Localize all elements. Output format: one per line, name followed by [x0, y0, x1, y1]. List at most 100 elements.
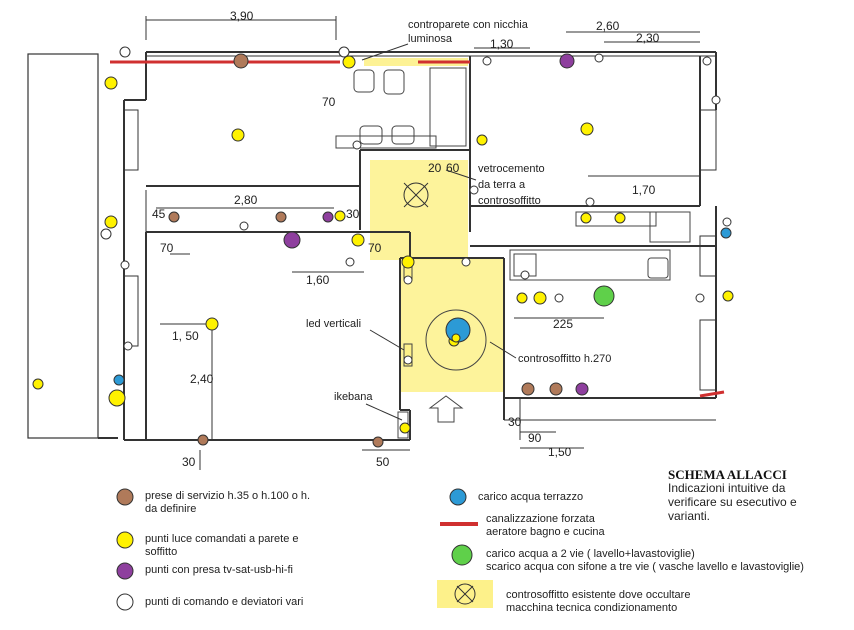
light-point	[476, 134, 488, 146]
fridge	[647, 257, 669, 279]
light-point	[104, 76, 118, 90]
label-ikebana: ikebana	[334, 391, 373, 403]
light-point	[32, 378, 44, 390]
schema-note-3: varianti.	[668, 509, 711, 523]
light-point	[580, 212, 592, 224]
legend-carico-terrazzo: carico acqua terrazzo	[478, 491, 583, 504]
led-strip-2	[403, 343, 413, 367]
dim-45: 45	[152, 207, 166, 221]
toilet	[353, 69, 375, 93]
command-point	[338, 46, 350, 58]
dim-230: 2,30	[636, 31, 660, 45]
schema-note-1: Indicazioni intuitive da	[668, 481, 786, 495]
leader-lines	[361, 43, 517, 421]
dining-table	[425, 309, 487, 371]
legend-luce-line2: soffitto	[145, 546, 178, 558]
dim-150b: 1,50	[548, 445, 572, 459]
dim-240: 2,40	[190, 372, 214, 386]
counter	[335, 135, 437, 149]
ceiling-zones	[364, 58, 504, 392]
legend-command-icon	[116, 593, 134, 611]
dim-225: 225	[553, 317, 573, 331]
legend-tv-text: punti con presa tv-sat-usb-hi-fi	[145, 564, 293, 576]
light-point	[516, 292, 528, 304]
label-controsoffitto-270: controsoffitto h.270	[518, 353, 611, 365]
kitchen-island	[575, 211, 657, 227]
dim-30b: 30	[182, 455, 196, 469]
dim-60: 60	[446, 161, 460, 175]
light-point	[342, 55, 356, 69]
label-vetrocemento-2: da terra a	[478, 179, 526, 191]
command-point	[482, 56, 492, 66]
dim-160: 1,60	[306, 273, 330, 287]
water-terrace-point	[113, 374, 125, 386]
ceiling-spot-blue	[445, 317, 471, 343]
dimension-lines	[145, 16, 700, 470]
legend-luce-line1: punti luce comandati a parete e	[145, 533, 299, 545]
legend-prese-line1: prese di servizio h.35 o h.100 o h.	[145, 490, 311, 502]
legend-comando-text: punti di comando e deviatori vari	[145, 596, 304, 608]
shower	[429, 67, 467, 147]
light-point	[401, 255, 415, 269]
command-point	[239, 221, 249, 231]
command-point	[722, 217, 732, 227]
socket-point	[521, 382, 535, 396]
dimension-texts: 3,90 2,60 2,30 1,30 70 2,80 45 30 70 70 …	[152, 9, 660, 469]
dim-70a: 70	[322, 95, 336, 109]
ceiling-zone-corridor	[370, 160, 468, 260]
legend-socket-icon	[116, 488, 134, 506]
label-controparete: controparete con nicchia	[408, 19, 529, 31]
tv-point	[322, 211, 334, 223]
legend-luce: punti luce comandati a parete e soffitto	[145, 533, 365, 559]
entrance-arrow	[428, 395, 464, 423]
bidet	[383, 69, 405, 95]
points-tv	[283, 53, 589, 396]
schema-note-2: verificare su esecutivo e	[668, 495, 797, 509]
legend-water-terrace-icon	[449, 488, 467, 506]
legend-prese-line2: da definire	[145, 503, 197, 515]
legend-comando: punti di comando e deviatori vari	[145, 596, 303, 609]
socket-point	[549, 382, 563, 396]
legend-carico-terrazzo-text: carico acqua terrazzo	[478, 491, 584, 503]
schema-title: SCHEMA ALLACCI	[668, 467, 787, 482]
label-vetrocemento-3: controsoffitto	[478, 195, 541, 207]
dim-90: 90	[528, 431, 542, 445]
dim-170: 1,70	[632, 183, 656, 197]
annotation-texts: controparete con nicchia luminosa vetroc…	[306, 19, 611, 403]
socket-point	[168, 211, 180, 223]
legend-canalizzazione-line2: aeratore bagno e cucina	[486, 526, 605, 538]
tv-point	[283, 231, 301, 249]
legend-carico-2vie-line2: scarico acqua con sifone a tre vie ( vas…	[486, 561, 804, 573]
dim-20: 20	[428, 161, 442, 175]
legend-canalizzazione-line1: canalizzazione forzata	[486, 513, 595, 525]
points-command	[100, 46, 732, 365]
light-point	[351, 233, 365, 247]
dim-280: 2,80	[234, 193, 258, 207]
walls	[27, 51, 717, 441]
command-point	[469, 185, 479, 195]
points-water	[113, 227, 732, 386]
schema-block: SCHEMA ALLACCI Indicazioni intuitive da …	[668, 468, 848, 523]
terrace	[27, 53, 99, 439]
legend-water-2way-icon	[451, 544, 473, 566]
light-point	[108, 389, 126, 407]
command-point	[702, 56, 712, 66]
command-point	[123, 341, 133, 351]
command-point	[120, 260, 130, 270]
light-point	[614, 212, 626, 224]
legend-symbols	[116, 488, 493, 611]
dim-70c: 70	[368, 241, 382, 255]
light-point	[205, 317, 219, 331]
command-point	[352, 140, 362, 150]
points-socket	[168, 53, 563, 448]
command-point	[119, 46, 131, 58]
water-terrace-point	[720, 227, 732, 239]
points-light	[32, 55, 734, 434]
label-vetrocemento-1: vetrocemento	[478, 163, 545, 175]
sink-2	[391, 125, 415, 145]
legend-controsoffitto-line2: macchina tecnica condizionamento	[506, 602, 678, 614]
legend-light-icon	[116, 531, 134, 549]
label-luminosa: luminosa	[408, 33, 453, 45]
socket-point	[372, 436, 384, 448]
